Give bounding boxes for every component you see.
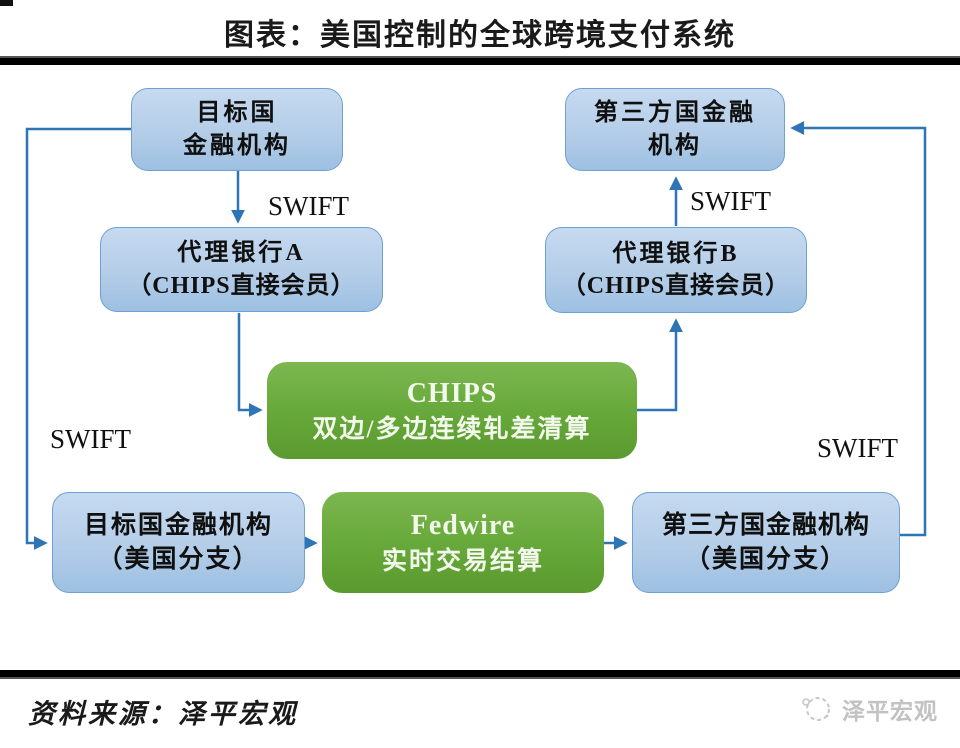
zeping-logo-icon	[802, 697, 830, 721]
node-third-country-us-branch: 第三方国金融机构 （美国分支）	[632, 492, 900, 593]
edge-agenta-to-chips	[237, 313, 263, 417]
swift-label-top-left: SWIFT	[268, 191, 349, 221]
node-target-country-us-branch: 目标国金融机构 （美国分支）	[52, 492, 305, 593]
node-text-line: Fedwire	[410, 509, 516, 541]
node-text-line: 目标国	[196, 100, 278, 127]
node-agent-bank-a: 代理银行A （CHIPS直接会员）	[100, 227, 383, 312]
node-text-line: 双边/多边连续轧差清算	[312, 415, 592, 443]
node-text-line: 代理银行B	[612, 240, 740, 267]
page-title: 图表：美国控制的全球跨境支付系统	[224, 19, 736, 52]
source-note: 资料来源：泽平宏观	[28, 699, 298, 729]
node-text-line: （美国分支）	[97, 545, 260, 573]
node-agent-bank-b: 代理银行B （CHIPS直接会员）	[545, 227, 807, 313]
edge-chips-to-agentb	[637, 318, 683, 412]
node-fedwire-system: Fedwire 实时交易结算	[322, 492, 604, 593]
brand-watermark: 泽平宏观	[800, 692, 938, 726]
node-text-line: （美国分支）	[684, 545, 847, 573]
footer-divider-rule	[0, 670, 960, 679]
brand-text: 泽平宏观	[842, 699, 938, 724]
node-text-line: 代理银行A	[177, 240, 306, 267]
node-text-line: 金融机构	[183, 132, 291, 159]
title-divider-rule	[0, 56, 960, 65]
swift-label-top-right: SWIFT	[690, 186, 771, 216]
node-text-line: 实时交易结算	[381, 547, 544, 575]
node-text-line: 第三方国金融机构	[661, 511, 870, 539]
node-text-line: （CHIPS直接会员）	[127, 272, 356, 299]
node-text-line: 目标国金融机构	[83, 511, 273, 539]
corner-mark	[0, 0, 13, 6]
edge-thirdbottom-to-thirdtop	[790, 121, 927, 537]
node-third-country-institution: 第三方国金融 机构	[565, 88, 785, 171]
node-text-line: 机构	[648, 132, 702, 159]
swift-label-mid-right: SWIFT	[817, 433, 898, 463]
node-text-line: （CHIPS直接会员）	[561, 273, 791, 299]
node-text-line: CHIPS	[406, 377, 498, 409]
edge-targettop-to-targetbottom	[25, 127, 131, 550]
swift-label-mid-left: SWIFT	[50, 424, 131, 454]
node-text-line: 第三方国金融	[594, 100, 756, 127]
node-chips-system: CHIPS 双边/多边连续轧差清算	[267, 362, 637, 459]
node-target-country-institution: 目标国 金融机构	[131, 88, 343, 171]
